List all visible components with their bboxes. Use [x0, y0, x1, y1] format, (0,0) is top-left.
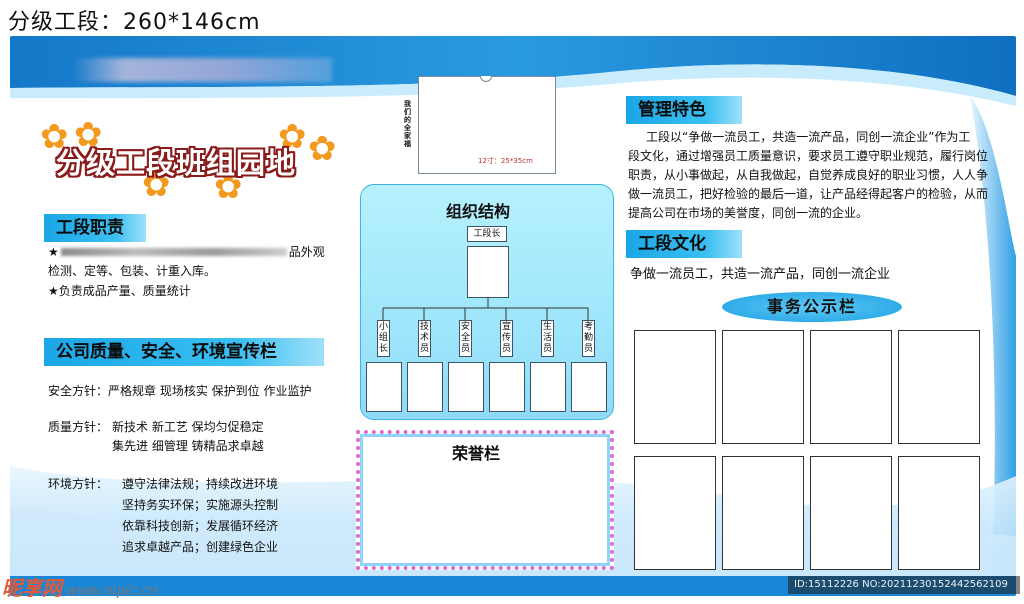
org-role-label: 宣传员: [500, 320, 513, 357]
notice-slot: [810, 330, 892, 444]
mgmt-line: 职责，从小事做起，从自我做起，自觉养成良好的职业习惯，人人争: [628, 168, 989, 182]
org-role-label: 安全员: [459, 320, 472, 357]
env-line-1: 遵守法律法规；持续改进环境: [122, 477, 279, 491]
flower-icon: ✿: [214, 167, 243, 207]
flower-icon: ✿: [40, 117, 69, 157]
org-role-photo: [407, 362, 443, 412]
flower-icon: ✿: [142, 165, 171, 205]
flower-icon: ✿: [308, 129, 337, 169]
photo-size-note: 12寸：25*35cm: [478, 157, 533, 165]
quality-label: 质量方针：: [48, 420, 109, 434]
notice-slot: [898, 456, 980, 570]
blurred-header-bar: [72, 58, 332, 82]
safety-policy: 安全方针：严格规章 现场核实 保护到位 作业监护: [48, 384, 312, 398]
org-chart-lines: [382, 298, 589, 320]
mgmt-tag: 管理特色: [626, 96, 742, 124]
org-role-photo: [448, 362, 484, 412]
notice-slot: [634, 456, 716, 570]
mgmt-line: 段文化，通过增强员工质量意识，要求员工遵守职业规范，履行岗位: [628, 149, 989, 163]
env-label: 环境方针：: [48, 477, 109, 491]
quality-line-2: 集先进 细管理 铸精品求卓越: [112, 439, 264, 453]
org-chart-title: 组织结构: [446, 202, 511, 221]
image-id-tag: ID:15112226 NO:20211230152442562109: [788, 576, 1020, 594]
notice-slot: [898, 330, 980, 444]
org-head-photo: [467, 246, 509, 298]
org-head-label: 工段长: [467, 226, 507, 242]
org-role-label: 技术员: [418, 320, 431, 357]
env-line-4: 追求卓越产品；创建绿色企业: [122, 540, 279, 554]
org-role-photo: [571, 362, 607, 412]
culture-text: 争做一流员工，共造一流产品，同创一流企业: [630, 267, 891, 282]
org-role-photo: [530, 362, 566, 412]
notice-slot: [722, 330, 804, 444]
flower-icon: ✿: [278, 117, 307, 157]
board-title: 分级工段班组园地: [56, 146, 297, 180]
duty-line-2: 检测、定等、包装、计重入库。: [48, 264, 217, 278]
notice-board-title: 事务公示栏: [722, 292, 902, 322]
mgmt-line: 做一流员工，把好检验的最后一道，让产品经得起客户的检验，从而: [628, 187, 989, 201]
org-role-label: 小组长: [377, 320, 390, 357]
blurred-text: [60, 247, 287, 256]
env-line-3: 依靠科技创新；发展循环经济: [122, 519, 279, 533]
flower-icon: ✿: [74, 115, 103, 155]
org-role-photo: [366, 362, 402, 412]
honor-board-frame: [356, 430, 614, 570]
mgmt-line: 工段以“争做一流员工，共造一流产品，同创一流企业”作为工: [646, 130, 971, 144]
photo-side-label: 我们的全家福: [404, 100, 411, 148]
promo-tag: 公司质量、安全、环境宣传栏: [44, 338, 324, 366]
org-role-label: 生活员: [541, 320, 554, 357]
duty-tag: 工段职责: [44, 214, 146, 242]
notice-slot: [810, 456, 892, 570]
org-role-photo: [489, 362, 525, 412]
honor-board-title: 荣誉栏: [452, 444, 501, 463]
culture-tag: 工段文化: [626, 230, 742, 258]
org-role-label: 考勤员: [582, 320, 595, 357]
notice-slot: [722, 456, 804, 570]
mgmt-line: 提高公司在市场的美誉度，同创一流的企业。: [628, 206, 869, 220]
duty-line-1: ★品外观: [48, 245, 325, 259]
quality-line-1: 新技术 新工艺 保均匀促稳定: [112, 420, 264, 434]
page-caption: 分级工段：260*146cm: [8, 10, 261, 35]
duty-line-3: ★负责成品产量、质量统计: [48, 284, 191, 298]
env-line-2: 坚持务实环保；实施源头控制: [122, 498, 279, 512]
notice-slot: [634, 330, 716, 444]
